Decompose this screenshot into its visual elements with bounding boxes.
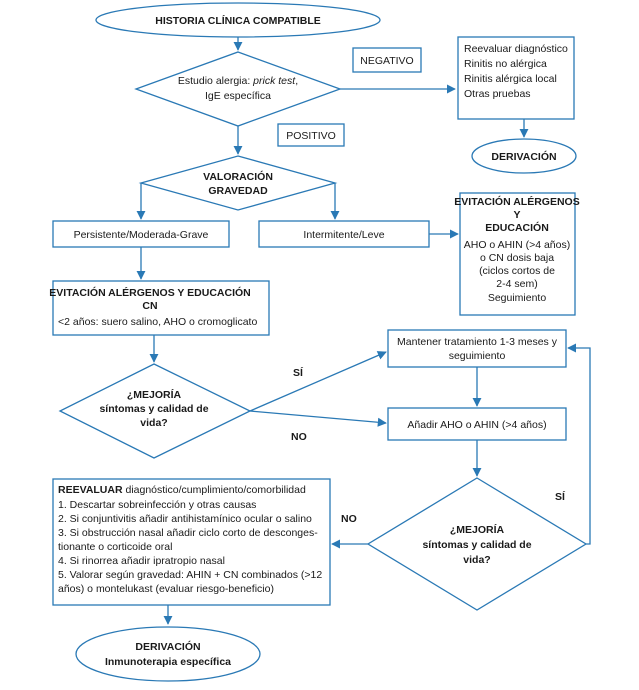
- evitacion-right-bold-3: EDUCACIÓN: [485, 221, 549, 234]
- negativo-label-box: NEGATIVO: [352, 47, 422, 73]
- mejoria-1-line-1: ¿MEJORÍA: [127, 388, 182, 401]
- reevaluar-line-3: Rinitis alérgica local: [464, 73, 557, 85]
- evitacion-right-box: EVITACIÓN ALÉRGENOS Y EDUCACIÓN AHO o AH…: [454, 192, 580, 316]
- reevaluar-comorbilidad-box: REEVALUAR diagnóstico/cumplimiento/comor…: [52, 478, 331, 606]
- mejoria-2-line-3: vida?: [463, 554, 490, 566]
- no-label-2: NO: [341, 513, 357, 525]
- mejoria-2-line-2: síntomas y calidad de: [422, 539, 531, 551]
- reevaluar2-line-4: tionante o corticoide oral: [58, 541, 172, 553]
- anadir-box: Añadir AHO o AHIN (>4 años): [387, 407, 567, 441]
- derivacion-1-label: DERIVACIÓN: [491, 150, 556, 163]
- derivacion-2-line-1: DERIVACIÓN: [135, 640, 200, 653]
- reevaluar2-line-7: años) o montelukast (evaluar riesgo-bene…: [58, 583, 274, 595]
- evitacion-left-bold-2: CN: [142, 300, 157, 312]
- evitacion-left-box: EVITACIÓN ALÉRGENOS Y EDUCACIÓN CN <2 añ…: [49, 280, 270, 336]
- mejoria-1-line-3: vida?: [140, 417, 167, 429]
- derivacion-2-line-2: Inmunoterapia específica: [105, 656, 231, 668]
- arrow-mejoria-si: [249, 351, 387, 412]
- mejoria-decision-2: ¿MEJORÍA síntomas y calidad de vida?: [366, 477, 588, 611]
- reevaluar2-line-5: 4. Si rinorrea añadir ipratropio nasal: [58, 555, 225, 567]
- anadir-label: Añadir AHO o AHIN (>4 años): [407, 419, 546, 431]
- evitacion-right-line-2: o CN dosis baja: [480, 252, 554, 264]
- reevaluar2-line-3: 3. Si obstrucción nasal añadir ciclo cor…: [58, 527, 318, 539]
- mejoria-2-line-1: ¿MEJORÍA: [450, 523, 505, 536]
- evitacion-left-bold-1: EVITACIÓN ALÉRGENOS Y EDUCACIÓN: [49, 286, 250, 299]
- positivo-label-box: POSITIVO: [277, 123, 345, 147]
- evitacion-right-line-3: (ciclos cortos de: [479, 265, 555, 277]
- valoracion-line-2: GRAVEDAD: [208, 185, 268, 197]
- si-label-2: SÍ: [555, 490, 566, 503]
- allergy-test-line2: IgE específica: [205, 90, 271, 102]
- start-label: HISTORIA CLÍNICA COMPATIBLE: [155, 14, 320, 27]
- reevaluar-line-1: Reevaluar diagnóstico: [464, 43, 568, 55]
- positivo-label: POSITIVO: [286, 130, 336, 142]
- intermitente-label: Intermitente/Leve: [303, 229, 384, 241]
- reevaluar-line-2: Rinitis no alérgica: [464, 58, 547, 70]
- persistente-label: Persistente/Moderada-Grave: [74, 229, 209, 241]
- derivacion-node-1: DERIVACIÓN: [471, 138, 577, 174]
- allergy-test-line1: Estudio alergia: prick test,: [178, 75, 298, 87]
- reevaluar2-line-1: 1. Descartar sobreinfección y otras caus…: [58, 499, 256, 511]
- evitacion-right-line-5: Seguimiento: [488, 292, 547, 304]
- start-node: HISTORIA CLÍNICA COMPATIBLE: [95, 2, 381, 38]
- arrow-mejoria2-si: [567, 343, 591, 545]
- negativo-label: NEGATIVO: [360, 55, 413, 67]
- reevaluar2-title: REEVALUAR diagnóstico/cumplimiento/comor…: [58, 484, 306, 496]
- persistente-box: Persistente/Moderada-Grave: [52, 220, 230, 248]
- valoracion-decision: VALORACIÓN GRAVEDAD: [138, 155, 338, 211]
- derivacion-node-2: DERIVACIÓN Inmunoterapia específica: [75, 626, 261, 682]
- mantener-box: Mantener tratamiento 1-3 meses y seguimi…: [387, 329, 567, 368]
- reevaluar2-line-2: 2. Si conjuntivitis añadir antihistamíni…: [58, 513, 312, 525]
- valoracion-line-1: VALORACIÓN: [203, 170, 273, 183]
- arrow-mejoria-no: [249, 410, 387, 427]
- evitacion-right-bold-2: Y: [513, 209, 520, 221]
- mejoria-1-line-2: síntomas y calidad de: [99, 403, 208, 415]
- reevaluar-diagnostico-box: Reevaluar diagnóstico Rinitis no alérgic…: [457, 36, 575, 120]
- evitacion-right-line-1: AHO o AHIN (>4 años): [464, 239, 571, 251]
- evitacion-left-line: <2 años: suero salino, AHO o cromoglicat…: [58, 316, 257, 328]
- mejoria-decision-1: ¿MEJORÍA síntomas y calidad de vida?: [58, 363, 252, 459]
- reevaluar2-line-6: 5. Valorar según gravedad: AHIN + CN com…: [58, 569, 322, 581]
- evitacion-right-line-4: 2-4 sem): [496, 278, 537, 290]
- reevaluar-line-4: Otras pruebas: [464, 88, 531, 100]
- evitacion-right-bold-1: EVITACIÓN ALÉRGENOS: [454, 195, 579, 208]
- si-label-1: SÍ: [293, 366, 304, 379]
- mantener-line-2: seguimiento: [449, 350, 506, 362]
- no-label-1: NO: [291, 431, 307, 443]
- mantener-line-1: Mantener tratamiento 1-3 meses y: [397, 336, 558, 348]
- allergy-test-decision: Estudio alergia: prick test, IgE específ…: [134, 51, 342, 127]
- intermitente-box: Intermitente/Leve: [258, 220, 430, 248]
